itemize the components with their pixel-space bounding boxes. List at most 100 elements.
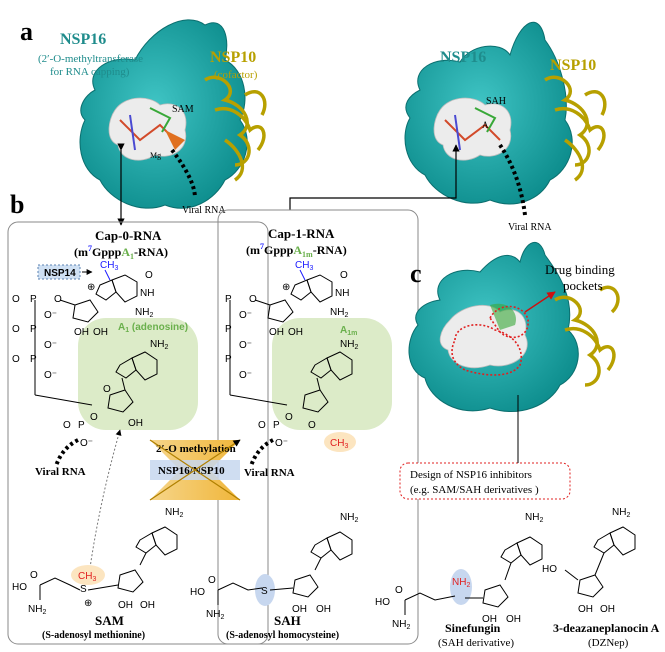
nsp16-subtitle-2: for RNA capping)	[50, 66, 130, 78]
nh2-highlight-sinefungin	[450, 569, 472, 605]
viral-rna-cap1: Viral RNA	[244, 467, 295, 479]
svg-text:NH2: NH2	[612, 507, 630, 519]
svg-text:⊕: ⊕	[84, 598, 92, 609]
svg-text:NH2: NH2	[165, 507, 183, 519]
guanine-right	[290, 274, 333, 303]
cap0-formula: (m7GpppA1-RNA)	[74, 244, 168, 261]
svg-text:P: P	[225, 354, 232, 365]
svg-text:⊕: ⊕	[282, 282, 290, 293]
guanine-left	[95, 274, 138, 303]
drug-pockets-line2: pockets	[563, 278, 603, 293]
dznep-sub: (DZNep)	[588, 637, 629, 649]
svg-text:OH: OH	[118, 600, 133, 611]
svg-text:O⁻: O⁻	[239, 340, 252, 351]
svg-text:OH: OH	[578, 604, 593, 615]
pocket-outline-1	[489, 305, 529, 339]
svg-text:O⁻: O⁻	[239, 370, 252, 381]
nsp10-ribbon-left	[204, 75, 267, 182]
enzyme-label: NSP16/NSP10	[158, 465, 225, 477]
nsp16-subtitle-1: (2′-O-methyltransferase	[38, 53, 143, 65]
svg-text:NH2: NH2	[452, 577, 470, 589]
svg-text:P: P	[30, 324, 37, 335]
svg-text:CH3: CH3	[78, 571, 96, 583]
nsp10-title-left: NSP10	[210, 49, 256, 66]
svg-text:NH2: NH2	[340, 339, 358, 351]
svg-text:O: O	[90, 412, 98, 423]
svg-text:O⁻: O⁻	[239, 310, 252, 321]
svg-text:HO: HO	[375, 597, 390, 608]
nsp16-surface-c	[408, 242, 579, 412]
ch3-highlight-sam	[71, 565, 105, 585]
design-line2: (e.g. SAM/SAH derivatives )	[410, 484, 539, 496]
panel-b-letter: b	[10, 190, 24, 219]
sah-full-name: (S-adenosyl homocysteine)	[226, 630, 339, 641]
design-line1: Design of NSP16 inhibitors	[410, 469, 532, 481]
ch3-highlight-cap1	[324, 432, 356, 452]
svg-text:NH: NH	[140, 288, 154, 299]
svg-text:OH: OH	[140, 600, 155, 611]
nsp10-ribbon-c	[554, 285, 620, 387]
methylation-label: 2′-O methylation	[156, 443, 236, 455]
sinefungin-sub: (SAH derivative)	[438, 637, 514, 649]
svg-text:O: O	[30, 570, 38, 581]
svg-text:O: O	[308, 420, 316, 431]
svg-text:OH: OH	[269, 327, 284, 338]
dznep-name: 3-deazaneplanocin A	[553, 621, 660, 635]
svg-text:NH2: NH2	[206, 609, 224, 621]
svg-text:NH2: NH2	[392, 619, 410, 631]
mg-label: Mg	[150, 151, 161, 160]
viral-rna-label-right: Viral RNA	[508, 222, 552, 233]
svg-text:OH: OH	[128, 418, 143, 429]
cap1-title: Cap-1-RNA	[268, 226, 335, 241]
svg-text:NH2: NH2	[135, 307, 153, 319]
a-label: A	[482, 120, 489, 130]
svg-text:NH2: NH2	[28, 604, 46, 616]
svg-text:S: S	[261, 586, 268, 597]
nsp10-title-right: NSP10	[550, 57, 596, 74]
nsp16-title-left: NSP16	[60, 31, 106, 48]
svg-text:O: O	[395, 585, 403, 596]
sam-name: SAM	[95, 613, 124, 628]
svg-text:O: O	[63, 420, 71, 431]
svg-text:O: O	[208, 575, 216, 586]
svg-text:O: O	[340, 270, 348, 281]
nsp16-surface-right	[404, 21, 573, 205]
svg-text:P: P	[225, 294, 232, 305]
svg-text:S: S	[80, 584, 87, 595]
cap1-formula: (m7GpppA1m-RNA)	[246, 242, 347, 259]
s-highlight-sah	[255, 574, 275, 606]
viral-rna-strand-left	[170, 148, 197, 199]
sah-label: SAH	[486, 96, 506, 107]
a1-adenosine: A1 (adenosine)	[118, 322, 188, 334]
sam-label-left: SAM	[172, 104, 194, 115]
svg-text:O⁻: O⁻	[44, 340, 57, 351]
svg-text:O: O	[12, 354, 20, 365]
svg-text:NH2: NH2	[150, 339, 168, 351]
svg-text:O⁻: O⁻	[44, 310, 57, 321]
svg-text:P: P	[30, 294, 37, 305]
svg-text:OH: OH	[288, 327, 303, 338]
svg-text:CH3: CH3	[330, 438, 348, 450]
svg-text:O⁻: O⁻	[275, 438, 288, 449]
svg-text:OH: OH	[600, 604, 615, 615]
svg-text:HO: HO	[190, 587, 205, 598]
svg-text:OH: OH	[93, 327, 108, 338]
svg-text:NH: NH	[335, 288, 349, 299]
svg-text:O: O	[285, 412, 293, 423]
viral-rna-strand-right	[498, 143, 527, 216]
svg-text:OH: OH	[292, 604, 307, 615]
svg-text:O⁻: O⁻	[44, 370, 57, 381]
panel-a-letter: a	[20, 17, 33, 46]
viral-rna-label-left: Viral RNA	[182, 205, 226, 216]
svg-text:P: P	[273, 420, 280, 431]
nsp10-ribbon-right	[544, 75, 607, 182]
svg-text:OH: OH	[482, 614, 497, 625]
svg-text:O: O	[54, 294, 62, 305]
svg-text:OH: OH	[74, 327, 89, 338]
adenosine-highlight-left	[78, 318, 198, 430]
nsp16-title-right: NSP16	[440, 49, 486, 66]
svg-text:⊕: ⊕	[87, 282, 95, 293]
viral-rna-cap0: Viral RNA	[35, 466, 86, 478]
svg-text:O: O	[103, 384, 111, 395]
svg-text:P: P	[30, 354, 37, 365]
